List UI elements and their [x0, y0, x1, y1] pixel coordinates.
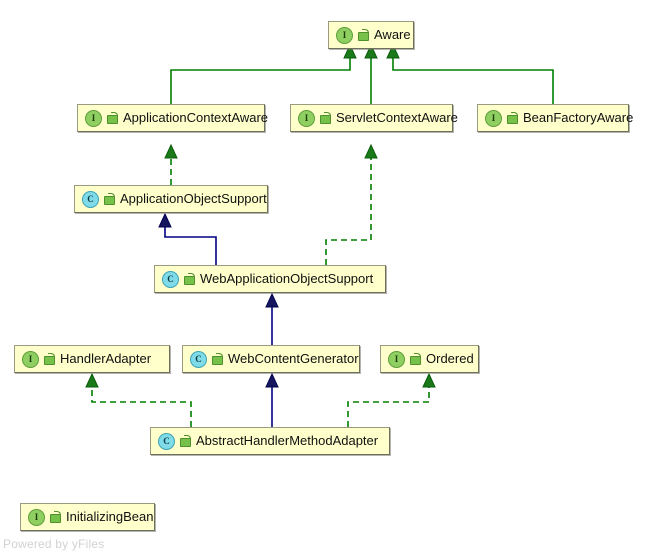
class-icon: C [158, 432, 175, 450]
unlocked-padlock-icon [211, 353, 223, 365]
unlocked-padlock-icon [319, 112, 331, 124]
interface-icon: I [298, 109, 315, 127]
uml-node-ordered[interactable]: I Ordered [380, 345, 479, 373]
uml-node-label: WebApplicationObjectSupport [200, 271, 374, 286]
uml-node-servletcontextaware[interactable]: I ServletContextAware [290, 104, 458, 132]
uml-node-webapplicationobjectsupport[interactable]: C WebApplicationObjectSupport [154, 265, 386, 293]
uml-node-label: ServletContextAware [336, 110, 458, 125]
edge-beanfactoryaware-to-aware [386, 43, 554, 104]
uml-node-label: HandlerAdapter [60, 351, 152, 366]
class-icon: C [190, 350, 207, 368]
unlocked-padlock-icon [43, 353, 55, 365]
uml-node-abstracthandlermethodadapter[interactable]: C AbstractHandlerMethodAdapter [150, 427, 390, 455]
interface-icon: I [388, 350, 405, 368]
uml-node-applicationcontextaware[interactable]: I ApplicationContextAware [77, 104, 269, 132]
unlocked-padlock-icon [183, 273, 195, 285]
uml-node-label: Ordered [426, 351, 474, 366]
edge-applicationcontextaware-to-aware [170, 43, 357, 104]
uml-node-webcontentgenerator[interactable]: C WebContentGenerator [182, 345, 360, 373]
interface-icon: I [28, 508, 45, 526]
unlocked-padlock-icon [506, 112, 518, 124]
unlocked-padlock-icon [179, 435, 191, 447]
unlocked-padlock-icon [409, 353, 421, 365]
interface-icon: I [485, 109, 502, 127]
edge-applicationobjectsupport-to-applicationcontextaware [164, 143, 178, 185]
uml-node-applicationobjectsupport[interactable]: C ApplicationObjectSupport [74, 185, 268, 213]
unlocked-padlock-icon [106, 112, 118, 124]
unlocked-padlock-icon [357, 29, 369, 41]
interface-icon: I [336, 26, 353, 44]
uml-node-label: WebContentGenerator [228, 351, 359, 366]
uml-node-label: BeanFactoryAware [523, 110, 634, 125]
class-icon: C [82, 190, 99, 208]
edge-servletcontextaware-to-aware [364, 43, 378, 104]
uml-node-initializingbean[interactable]: I InitializingBean [20, 503, 155, 531]
edge-webcontentgenerator-to-webapplicationobjectsupport [265, 292, 279, 345]
edge-abstracthandlermethodadapter-to-webcontentgenerator [265, 372, 279, 427]
edge-webapplicationobjectsupport-to-servletcontextaware [325, 143, 378, 265]
class-icon: C [162, 270, 179, 288]
uml-node-label: Aware [374, 27, 411, 42]
uml-node-beanfactoryaware[interactable]: I BeanFactoryAware [477, 104, 633, 132]
uml-node-label: ApplicationObjectSupport [120, 191, 267, 206]
uml-node-label: InitializingBean [66, 509, 154, 524]
uml-node-handleradapter[interactable]: I HandlerAdapter [14, 345, 170, 373]
yfiles-watermark: Powered by yFiles [3, 537, 105, 551]
uml-node-label: ApplicationContextAware [123, 110, 269, 125]
unlocked-padlock-icon [103, 193, 115, 205]
edge-abstracthandlermethodadapter-to-handleradapter [85, 372, 192, 427]
uml-node-aware[interactable]: I Aware [328, 21, 414, 49]
interface-icon: I [22, 350, 39, 368]
edge-abstracthandlermethodadapter-to-ordered [347, 372, 436, 427]
interface-icon: I [85, 109, 102, 127]
unlocked-padlock-icon [49, 511, 61, 523]
uml-node-label: AbstractHandlerMethodAdapter [196, 433, 379, 448]
edge-webapplicationobjectsupport-to-applicationobjectsupport [158, 212, 217, 265]
